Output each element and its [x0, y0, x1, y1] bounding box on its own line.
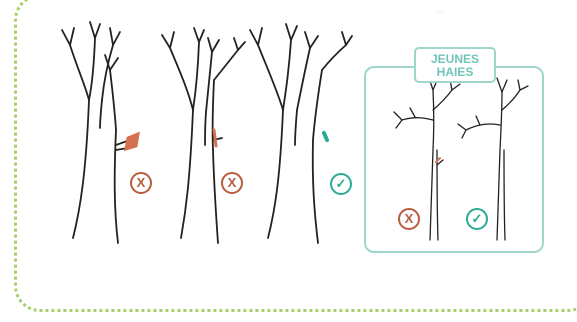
- tree-2: [162, 28, 245, 243]
- young-hedges-panel: [364, 66, 544, 253]
- tree-1: [62, 22, 130, 243]
- tree-3: [250, 24, 352, 243]
- young-hedges-title: JEUNES HAIES: [414, 47, 496, 83]
- cut-good-tree-3: [324, 133, 327, 140]
- x-circle-icon: X: [130, 172, 152, 194]
- young-hedges-title-line2: HAIES: [416, 66, 494, 79]
- check-circle-icon: ✓: [466, 208, 488, 230]
- x-circle-icon: X: [398, 208, 420, 230]
- x-circle-icon: X: [221, 172, 243, 194]
- cut-stub-tree-1: [126, 134, 138, 149]
- cut-flush-tree-2: [214, 130, 216, 146]
- check-circle-icon: ✓: [330, 173, 352, 195]
